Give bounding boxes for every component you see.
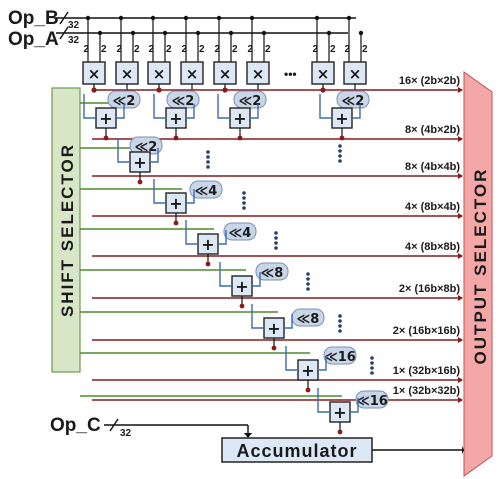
adder-symbol: +: [169, 109, 182, 128]
mult-in-width-b: 2: [166, 44, 172, 55]
mult-in-width-b: 2: [199, 44, 205, 55]
shifter-label-4: ≪2: [342, 94, 365, 109]
mult-in-width-b: 2: [232, 44, 238, 55]
shifter-label-11: ≪16: [356, 394, 388, 409]
mult-in-width-b: 2: [265, 44, 271, 55]
shifter-label-10: ≪16: [324, 350, 356, 365]
op-c-width: 32: [120, 428, 132, 439]
op-b-width: 32: [68, 20, 80, 31]
shifter-label-1: ≪2: [113, 94, 136, 109]
adder-symbol: +: [133, 153, 146, 172]
mult-in-width-a: 2: [116, 44, 122, 55]
mode-label-2: 8× (4b×2b): [405, 124, 460, 136]
shifter-11: [355, 390, 389, 409]
mult-in-width-a: 2: [148, 44, 154, 55]
mode-label-6: 2× (16b×8b): [399, 283, 460, 295]
adder-symbol: +: [335, 109, 348, 128]
multiplier-symbol: ×: [349, 65, 362, 83]
shifter-label-8: ≪8: [261, 266, 284, 281]
output-selector-box: [463, 71, 493, 477]
shifter-label-2: ≪2: [172, 94, 195, 109]
shifter-6: [189, 180, 223, 199]
adder-tree: 16× (2b×2b) 8× (4b×2b) 8× (4b×4b) 4× (8b×4b…: [80, 75, 463, 435]
shifter-7: [223, 222, 257, 241]
mode-label-9: 1× (32b×32b): [393, 385, 461, 397]
shifter-label-7: ≪4: [229, 226, 252, 241]
adder-symbol: +: [233, 109, 246, 128]
mult-in-width-a: 2: [83, 44, 89, 55]
adder-symbol: +: [333, 403, 346, 422]
mode-label-5: 4× (8b×8b): [405, 241, 460, 253]
multiplier-symbol: ×: [88, 65, 101, 83]
mode-label-4: 4× (8b×4b): [405, 201, 460, 213]
mult-in-width-a: 2: [312, 44, 318, 55]
op-c-label: Op_C: [50, 415, 101, 436]
multiplier-symbol: ×: [186, 65, 199, 83]
shifter-8: [255, 262, 289, 281]
multiplier-symbol: ×: [252, 65, 265, 83]
adder-symbol: +: [235, 277, 248, 296]
shifter-label-3: ≪2: [239, 94, 262, 109]
multiplier-symbol: ×: [317, 65, 330, 83]
mode-label-8: 1× (32b×16b): [393, 365, 461, 377]
multiplier-symbol: ×: [219, 65, 232, 83]
adder-symbol: +: [201, 235, 214, 254]
adder-symbol: +: [301, 361, 314, 380]
mult-in-width-b: 2: [362, 44, 368, 55]
mult-in-width-b: 2: [101, 44, 107, 55]
shifter-10: [323, 346, 357, 365]
output-selector-label: OUTPUT SELECTOR: [471, 168, 490, 365]
mode-label-7: 2× (16b×16b): [393, 325, 461, 337]
mult-in-width-a: 2: [344, 44, 350, 55]
mult-in-width-b: 2: [134, 44, 140, 55]
shifter-4: [336, 90, 370, 109]
mult-in-width-a: 2: [181, 44, 187, 55]
mode-label-3: 8× (4b×4b): [405, 161, 460, 173]
adder-symbol: +: [169, 194, 182, 213]
op-a-label: Op_A: [8, 29, 59, 50]
multiplier-symbol: ×: [121, 65, 134, 83]
shifter-label-9: ≪8: [297, 312, 320, 327]
op-b-label: Op_B: [8, 8, 59, 29]
accumulator-label: Accumulator: [236, 441, 357, 461]
op-a-width: 32: [68, 35, 80, 46]
mode-label-1: 16× (2b×2b): [399, 75, 460, 87]
shift-selector-label: SHIFT SELECTOR: [58, 143, 77, 317]
mult-in-width-b: 2: [330, 44, 336, 55]
mult-in-width-a: 2: [214, 44, 220, 55]
adder-symbol: +: [267, 319, 280, 338]
shifter-label-6: ≪4: [195, 184, 218, 199]
multiplier-symbol: ×: [153, 65, 166, 83]
multiplier-ellipsis: •••: [284, 67, 297, 81]
mult-in-width-a: 2: [247, 44, 253, 55]
adder-symbol: +: [99, 109, 112, 128]
shifter-label-5: ≪2: [135, 140, 158, 155]
shift-selector-box: [51, 87, 81, 373]
